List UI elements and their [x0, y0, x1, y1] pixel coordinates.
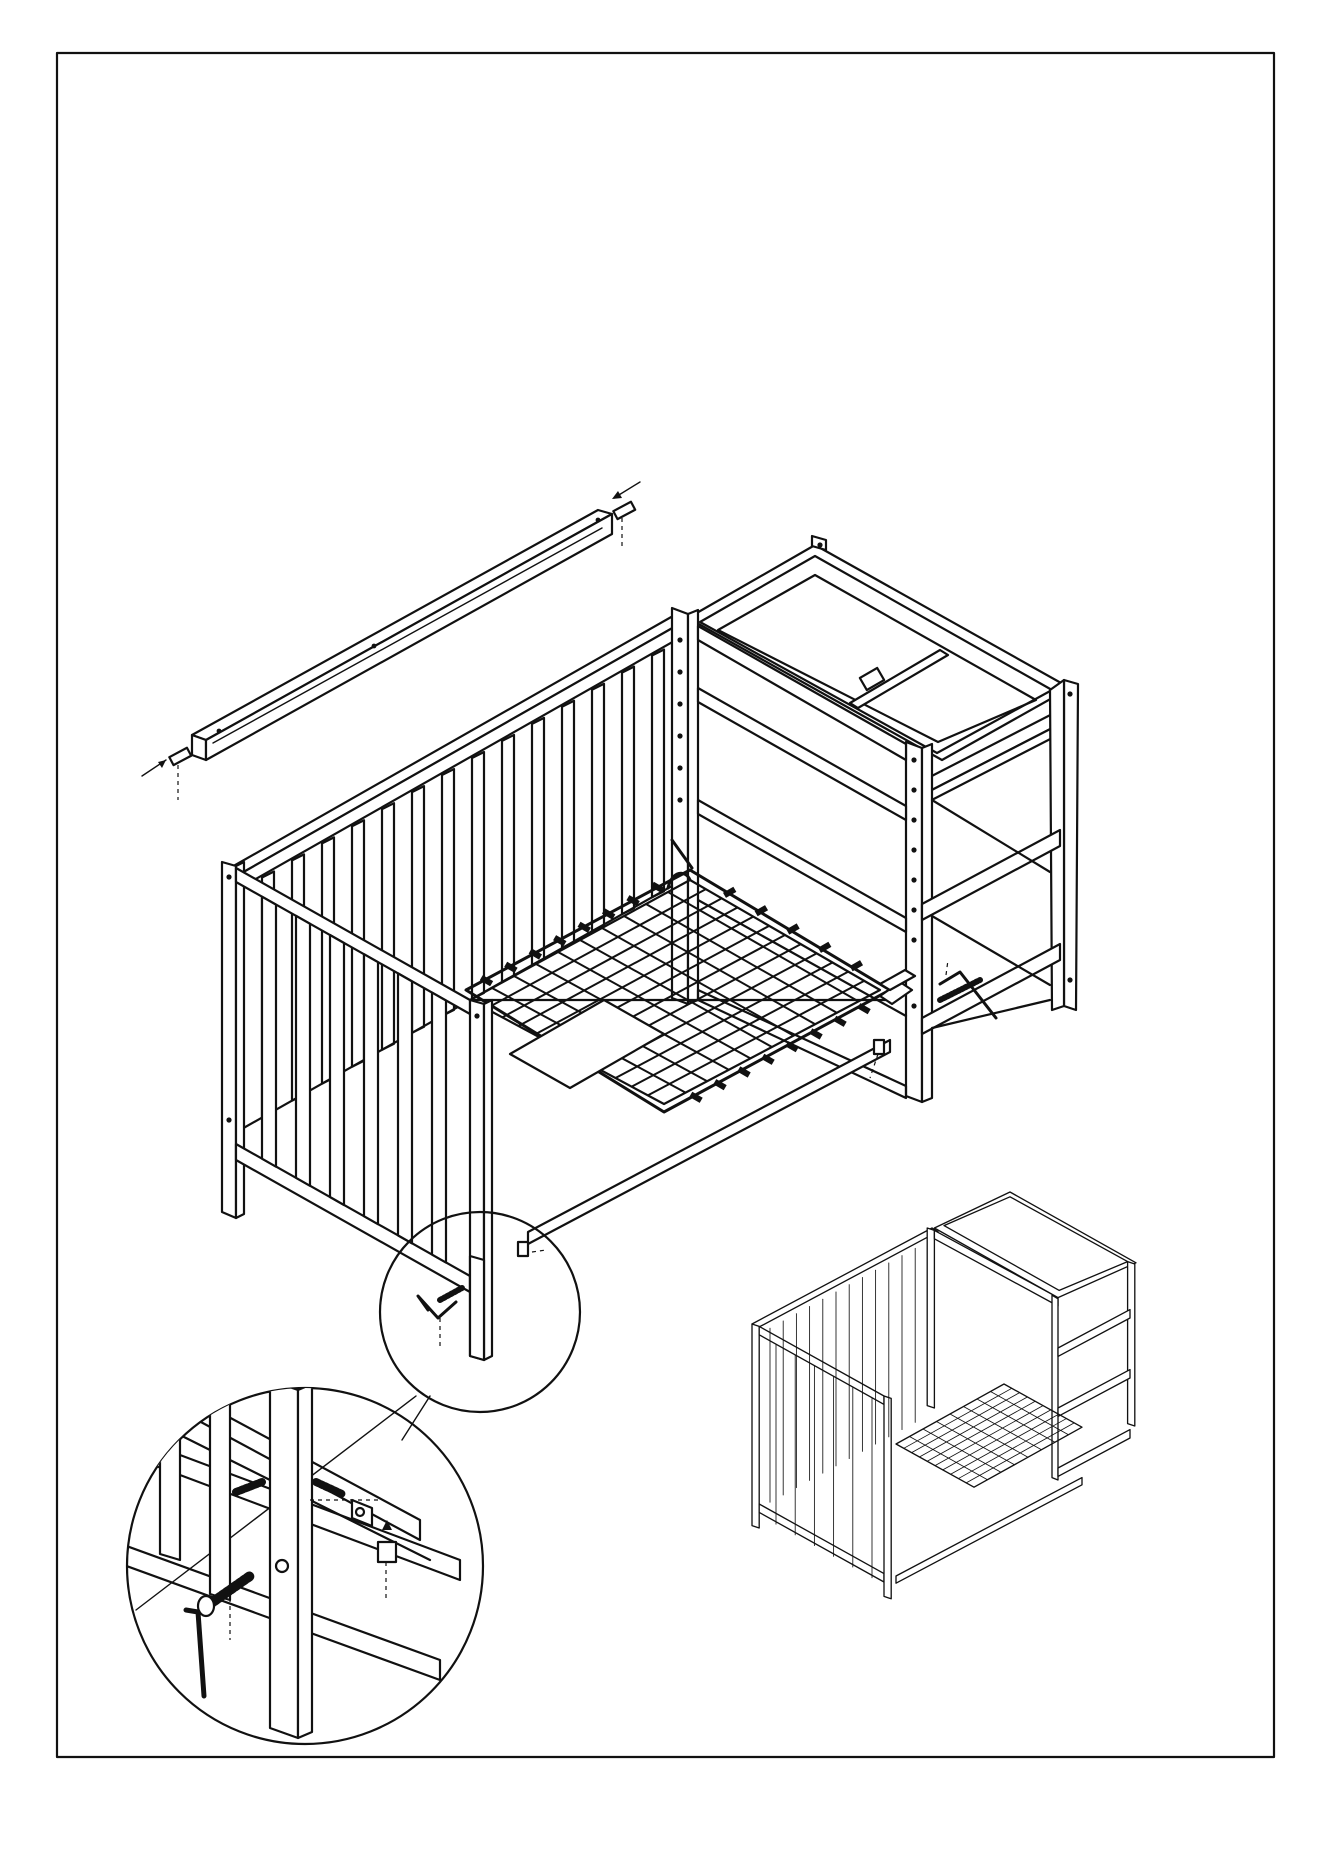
back-slat [622, 667, 634, 915]
grid-wire [519, 908, 738, 1027]
back-slat [382, 803, 394, 1050]
dowel-pin-right [612, 482, 640, 548]
grid-wire [616, 963, 833, 1079]
back-slat [532, 718, 544, 965]
back-slat [592, 684, 604, 931]
front-slat [262, 897, 276, 1167]
back-slat [412, 786, 424, 1033]
front-slat [296, 916, 310, 1186]
barrel-nut-left [518, 1242, 546, 1256]
back-slat [652, 650, 664, 898]
back-slat [472, 752, 484, 999]
detail-callout-circle [136, 1212, 580, 1610]
back-slat [442, 769, 454, 1016]
back-slat [562, 701, 574, 948]
front-slat [364, 954, 378, 1224]
back-slat [502, 735, 514, 982]
top-rail-part [192, 510, 612, 760]
detail-enlarged-view [110, 1370, 483, 1744]
front-slat [330, 935, 344, 1205]
changing-table-unit [688, 536, 1078, 1102]
dowel-pin-left [142, 748, 191, 800]
front-slat [398, 973, 412, 1243]
finished-assembly-preview [752, 1192, 1136, 1599]
